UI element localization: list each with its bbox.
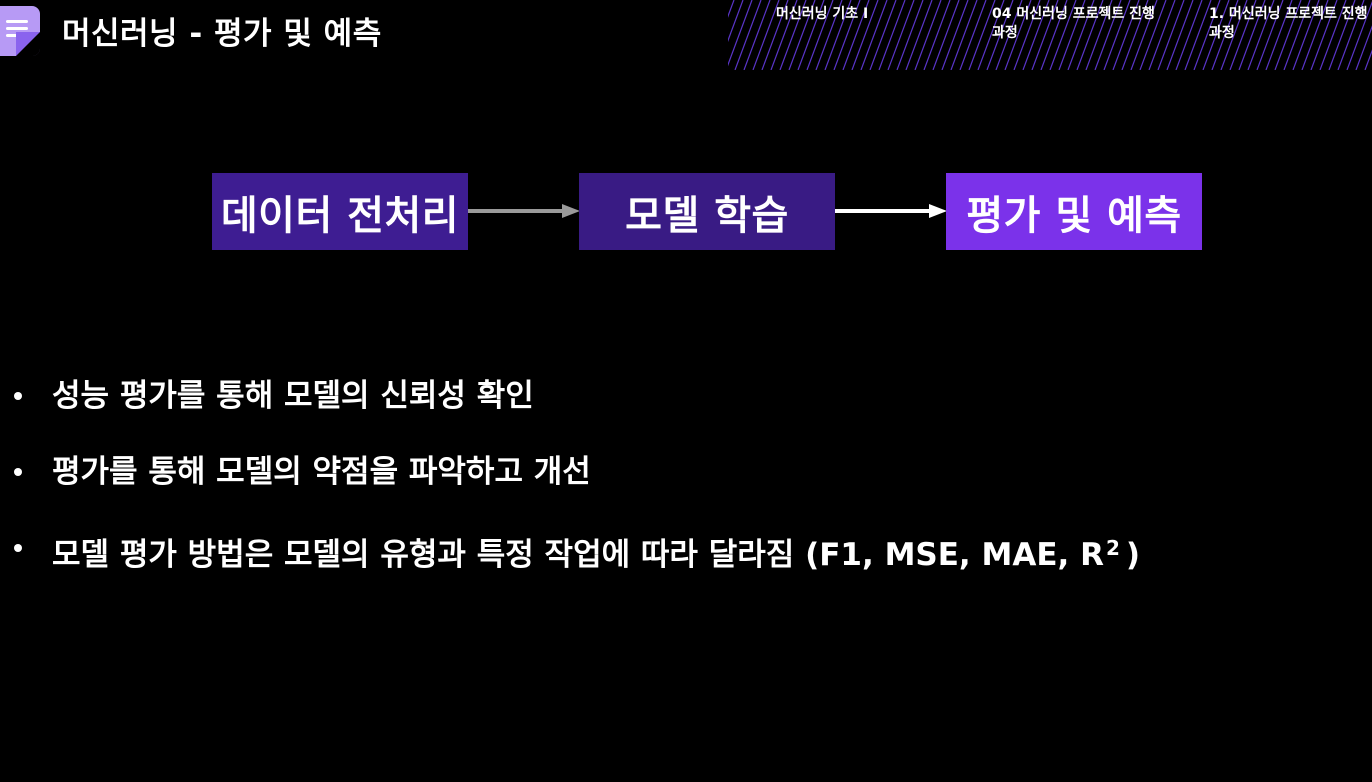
stripe-line <box>1211 0 1239 70</box>
arrow-right-icon <box>468 204 580 218</box>
stripe-line <box>941 0 969 70</box>
stripe-line <box>1202 0 1230 70</box>
breadcrumb-item-course[interactable]: 머신러닝 기초 I <box>776 6 869 22</box>
bullet-icon <box>14 392 22 400</box>
stripe-line <box>728 0 735 18</box>
stripe-line <box>860 0 888 70</box>
stripe-line <box>995 0 1023 70</box>
stripe-line <box>815 0 843 70</box>
stripe-line <box>950 0 978 70</box>
stripe-line <box>896 0 924 70</box>
stripe-line <box>1274 0 1302 70</box>
stripe-line <box>878 0 906 70</box>
superscript: 2 <box>1105 536 1120 560</box>
stripe-line <box>1247 0 1275 70</box>
stripe-line <box>1112 0 1140 70</box>
stripe-line <box>1364 49 1372 70</box>
stripe-line <box>833 0 861 70</box>
stripe-line <box>1067 0 1095 70</box>
breadcrumb-item-chapter[interactable]: 04 머신러닝 프로젝트 진행 과정 <box>992 6 1155 41</box>
stripe-line <box>1229 0 1257 70</box>
flow-step-evaluate: 평가 및 예측 <box>946 173 1202 250</box>
stripe-line <box>743 0 771 70</box>
stripe-line <box>1355 25 1372 70</box>
bullet-icon <box>14 468 22 476</box>
stripe-line <box>977 0 1005 70</box>
bullet-suffix: ) <box>1125 537 1141 573</box>
stripe-line <box>887 0 915 70</box>
flow-step-preprocess: 데이터 전처리 <box>212 173 468 250</box>
stripe-line <box>761 0 789 70</box>
bullet-text: 모델 평가 방법은 모델의 유형과 특정 작업에 따라 달라짐 (F1, MSE… <box>52 524 1140 579</box>
stripe-line <box>728 0 753 67</box>
stripe-line <box>1013 0 1041 70</box>
stripe-line <box>788 0 816 70</box>
breadcrumb-stripes <box>728 0 1372 70</box>
page-title: 머신러닝 - 평가 및 예측 <box>62 16 382 52</box>
icon-fold <box>16 32 40 56</box>
stripe-line <box>851 0 879 70</box>
stripe-line <box>959 0 987 70</box>
stripe-line <box>1157 0 1185 70</box>
stripe-line <box>1310 0 1338 70</box>
stripe-line <box>797 0 825 70</box>
stripe-line <box>1121 0 1149 70</box>
stripe-line <box>1022 0 1050 70</box>
flow-step-train: 모델 학습 <box>579 173 835 250</box>
stripe-line <box>1283 0 1311 70</box>
stripe-line <box>1337 0 1365 70</box>
stripe-line <box>734 0 762 70</box>
stripe-line <box>1031 0 1059 70</box>
arrow-right-icon <box>835 204 947 218</box>
stripe-line <box>824 0 852 70</box>
stripe-line <box>1085 0 1113 70</box>
stripe-line <box>728 0 744 43</box>
stripe-line <box>1049 0 1077 70</box>
icon-line <box>6 27 28 30</box>
stripe-line <box>968 0 996 70</box>
bullet-main-text: 모델 평가 방법은 모델의 유형과 특정 작업에 따라 달라짐 (F1, MSE… <box>52 537 1104 573</box>
stripe-line <box>1220 0 1248 70</box>
stripe-line <box>1184 0 1212 70</box>
stripe-line <box>1193 0 1221 70</box>
breadcrumb-item-section[interactable]: 1. 머신러닝 프로젝트 진행 과정 <box>1209 6 1368 41</box>
stripe-line <box>1238 0 1266 70</box>
icon-line <box>6 20 28 23</box>
stripe-line <box>770 0 798 70</box>
stripe-line <box>1175 0 1203 70</box>
stripe-line <box>1346 0 1372 70</box>
stripe-line <box>1292 0 1320 70</box>
stripe-line <box>1166 0 1194 70</box>
stripe-line <box>1004 0 1032 70</box>
bullet-text: 평가를 통해 모델의 약점을 파악하고 개선 <box>52 454 591 490</box>
stripe-line <box>1130 0 1158 70</box>
stripe-line <box>1058 0 1086 70</box>
bullet-icon <box>14 544 22 552</box>
bullet-text: 성능 평가를 통해 모델의 신뢰성 확인 <box>52 378 534 414</box>
stripe-line <box>1328 0 1356 70</box>
stripe-line <box>986 0 1014 70</box>
stripe-line <box>869 0 897 70</box>
icon-line <box>6 34 20 37</box>
stripe-line <box>1040 0 1068 70</box>
stripe-line <box>1265 0 1293 70</box>
stripe-line <box>752 0 780 70</box>
stripe-line <box>914 0 942 70</box>
stripe-line <box>932 0 960 70</box>
stripe-line <box>1319 0 1347 70</box>
stripe-line <box>1301 0 1329 70</box>
stripe-line <box>1076 0 1104 70</box>
stripe-line <box>779 0 807 70</box>
stripe-line <box>842 0 870 70</box>
stripe-line <box>923 0 951 70</box>
stripe-line <box>905 0 933 70</box>
stripe-line <box>1148 0 1176 70</box>
stripe-line <box>1103 0 1131 70</box>
stripe-line <box>806 0 834 70</box>
stripe-line <box>1094 0 1122 70</box>
stripe-line <box>1139 0 1167 70</box>
stripe-line <box>1256 0 1284 70</box>
document-icon <box>0 6 40 56</box>
